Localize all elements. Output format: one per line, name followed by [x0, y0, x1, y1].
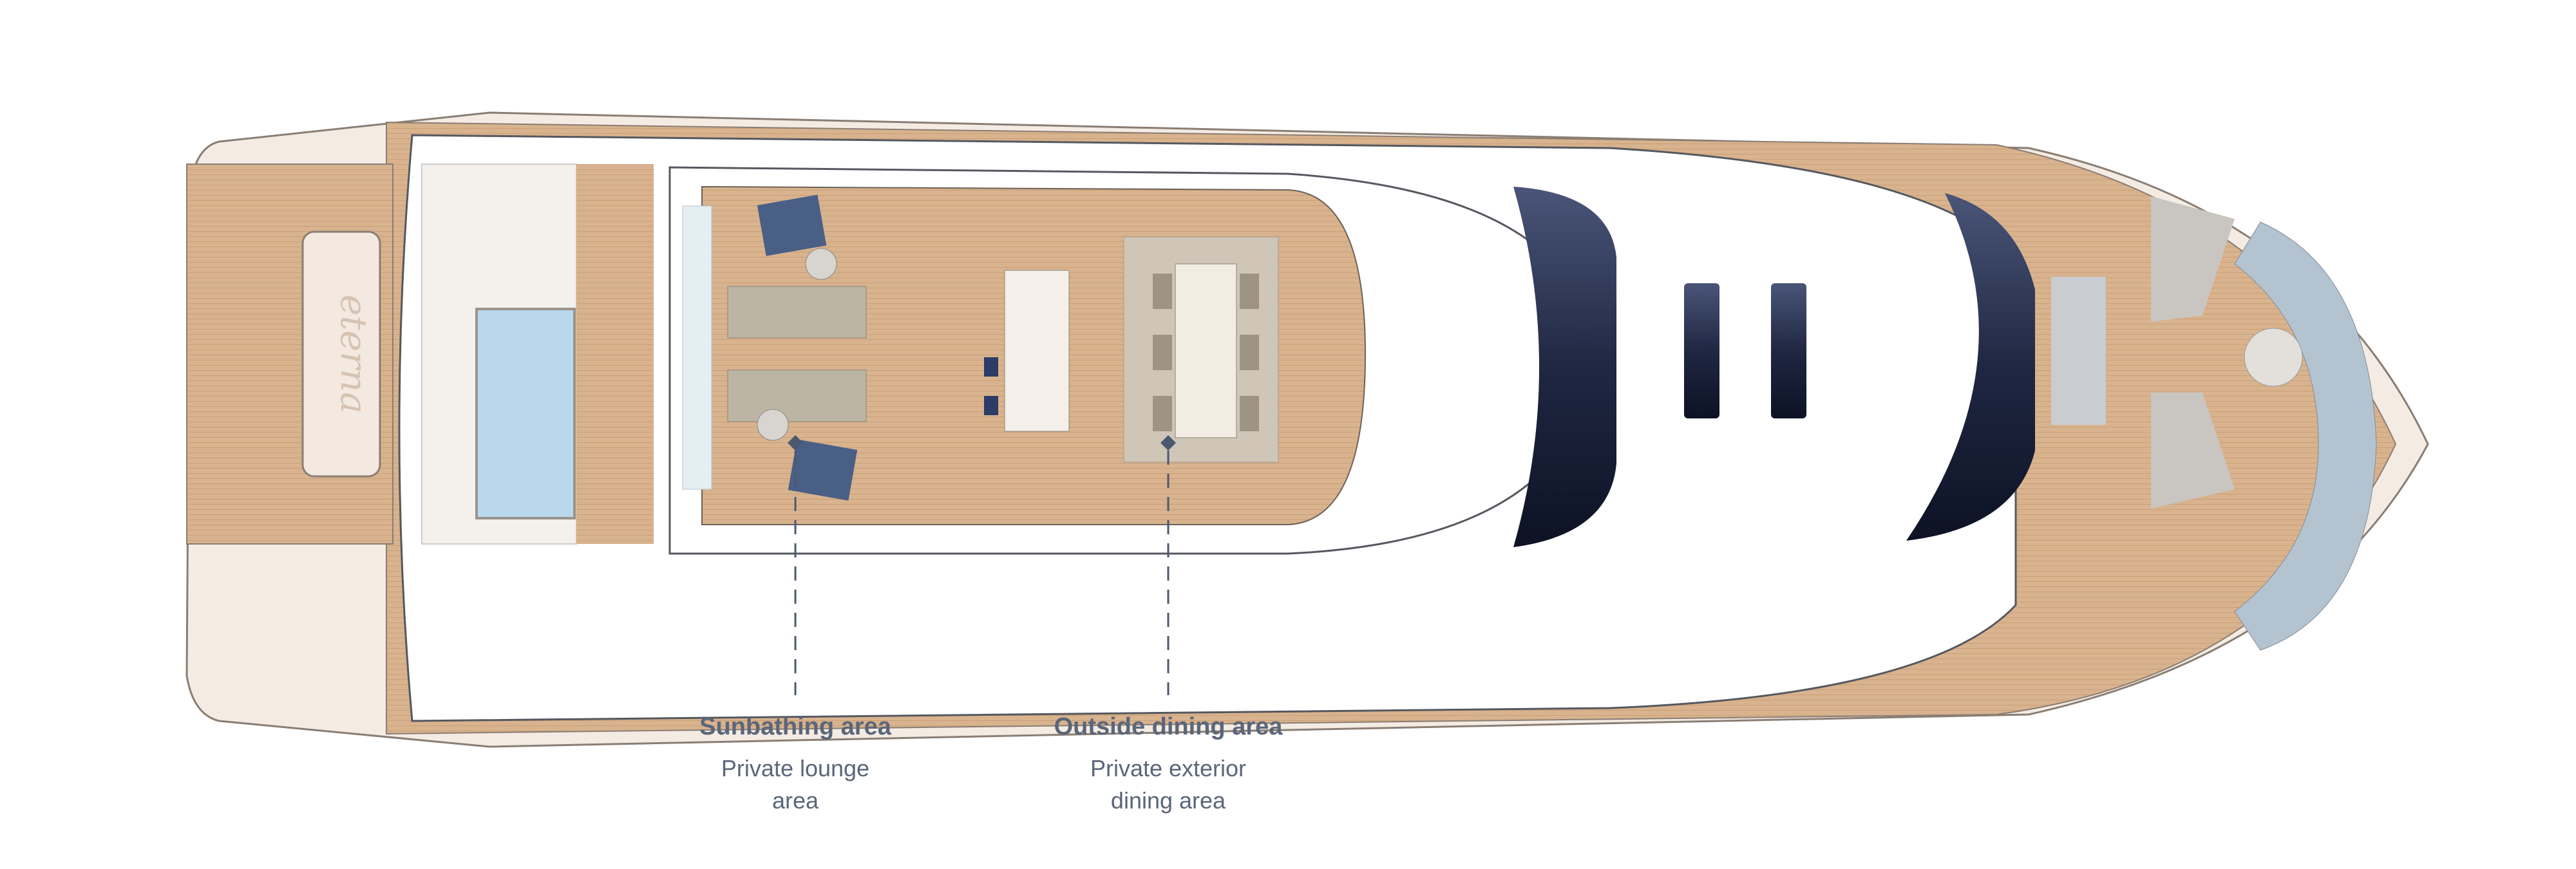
bow-sunpad	[2151, 393, 2235, 509]
callout-subtitle: Private lounge	[721, 755, 870, 781]
cushion	[757, 194, 827, 256]
pool[interactable]	[475, 308, 576, 519]
bar-counter[interactable]	[1004, 270, 1070, 432]
brand-logo: eterna	[332, 294, 374, 413]
cushion	[788, 439, 858, 501]
dining-chairs	[1153, 274, 1259, 431]
sunlounger[interactable]	[727, 369, 867, 422]
sunlounger[interactable]	[727, 286, 867, 339]
glass-windscreen	[682, 205, 712, 490]
callout-outside-dining: Outside dining area Private exterior din…	[975, 713, 1361, 817]
windshield-window	[1906, 193, 2035, 541]
bar-stool	[984, 396, 998, 415]
dining-table[interactable]	[1175, 263, 1237, 438]
callout-sunbathing: Sunbathing area Private lounge area	[602, 713, 989, 817]
skylight	[1684, 283, 1719, 418]
callout-marker	[1160, 435, 1176, 451]
callout-marker	[788, 435, 803, 451]
callout-subtitle: area	[772, 787, 819, 814]
bar-stool	[984, 357, 998, 377]
callout-subtitle: dining area	[1110, 787, 1226, 814]
transom-logo-panel	[301, 230, 381, 478]
bow-table	[2244, 328, 2303, 387]
aft-deck-teak	[576, 164, 654, 544]
bow-sunpad	[2151, 196, 2235, 322]
callout-subtitle: Private exterior	[1090, 755, 1247, 781]
skylight	[1771, 283, 1806, 418]
callout-title: Outside dining area	[1054, 713, 1283, 740]
bow-lounge[interactable]	[2234, 221, 2377, 651]
windshield-window	[1513, 187, 1616, 547]
callout-title: Sunbathing area	[699, 713, 891, 740]
side-table	[757, 409, 789, 441]
bow-hatch	[2051, 277, 2106, 425]
side-table	[805, 248, 837, 280]
